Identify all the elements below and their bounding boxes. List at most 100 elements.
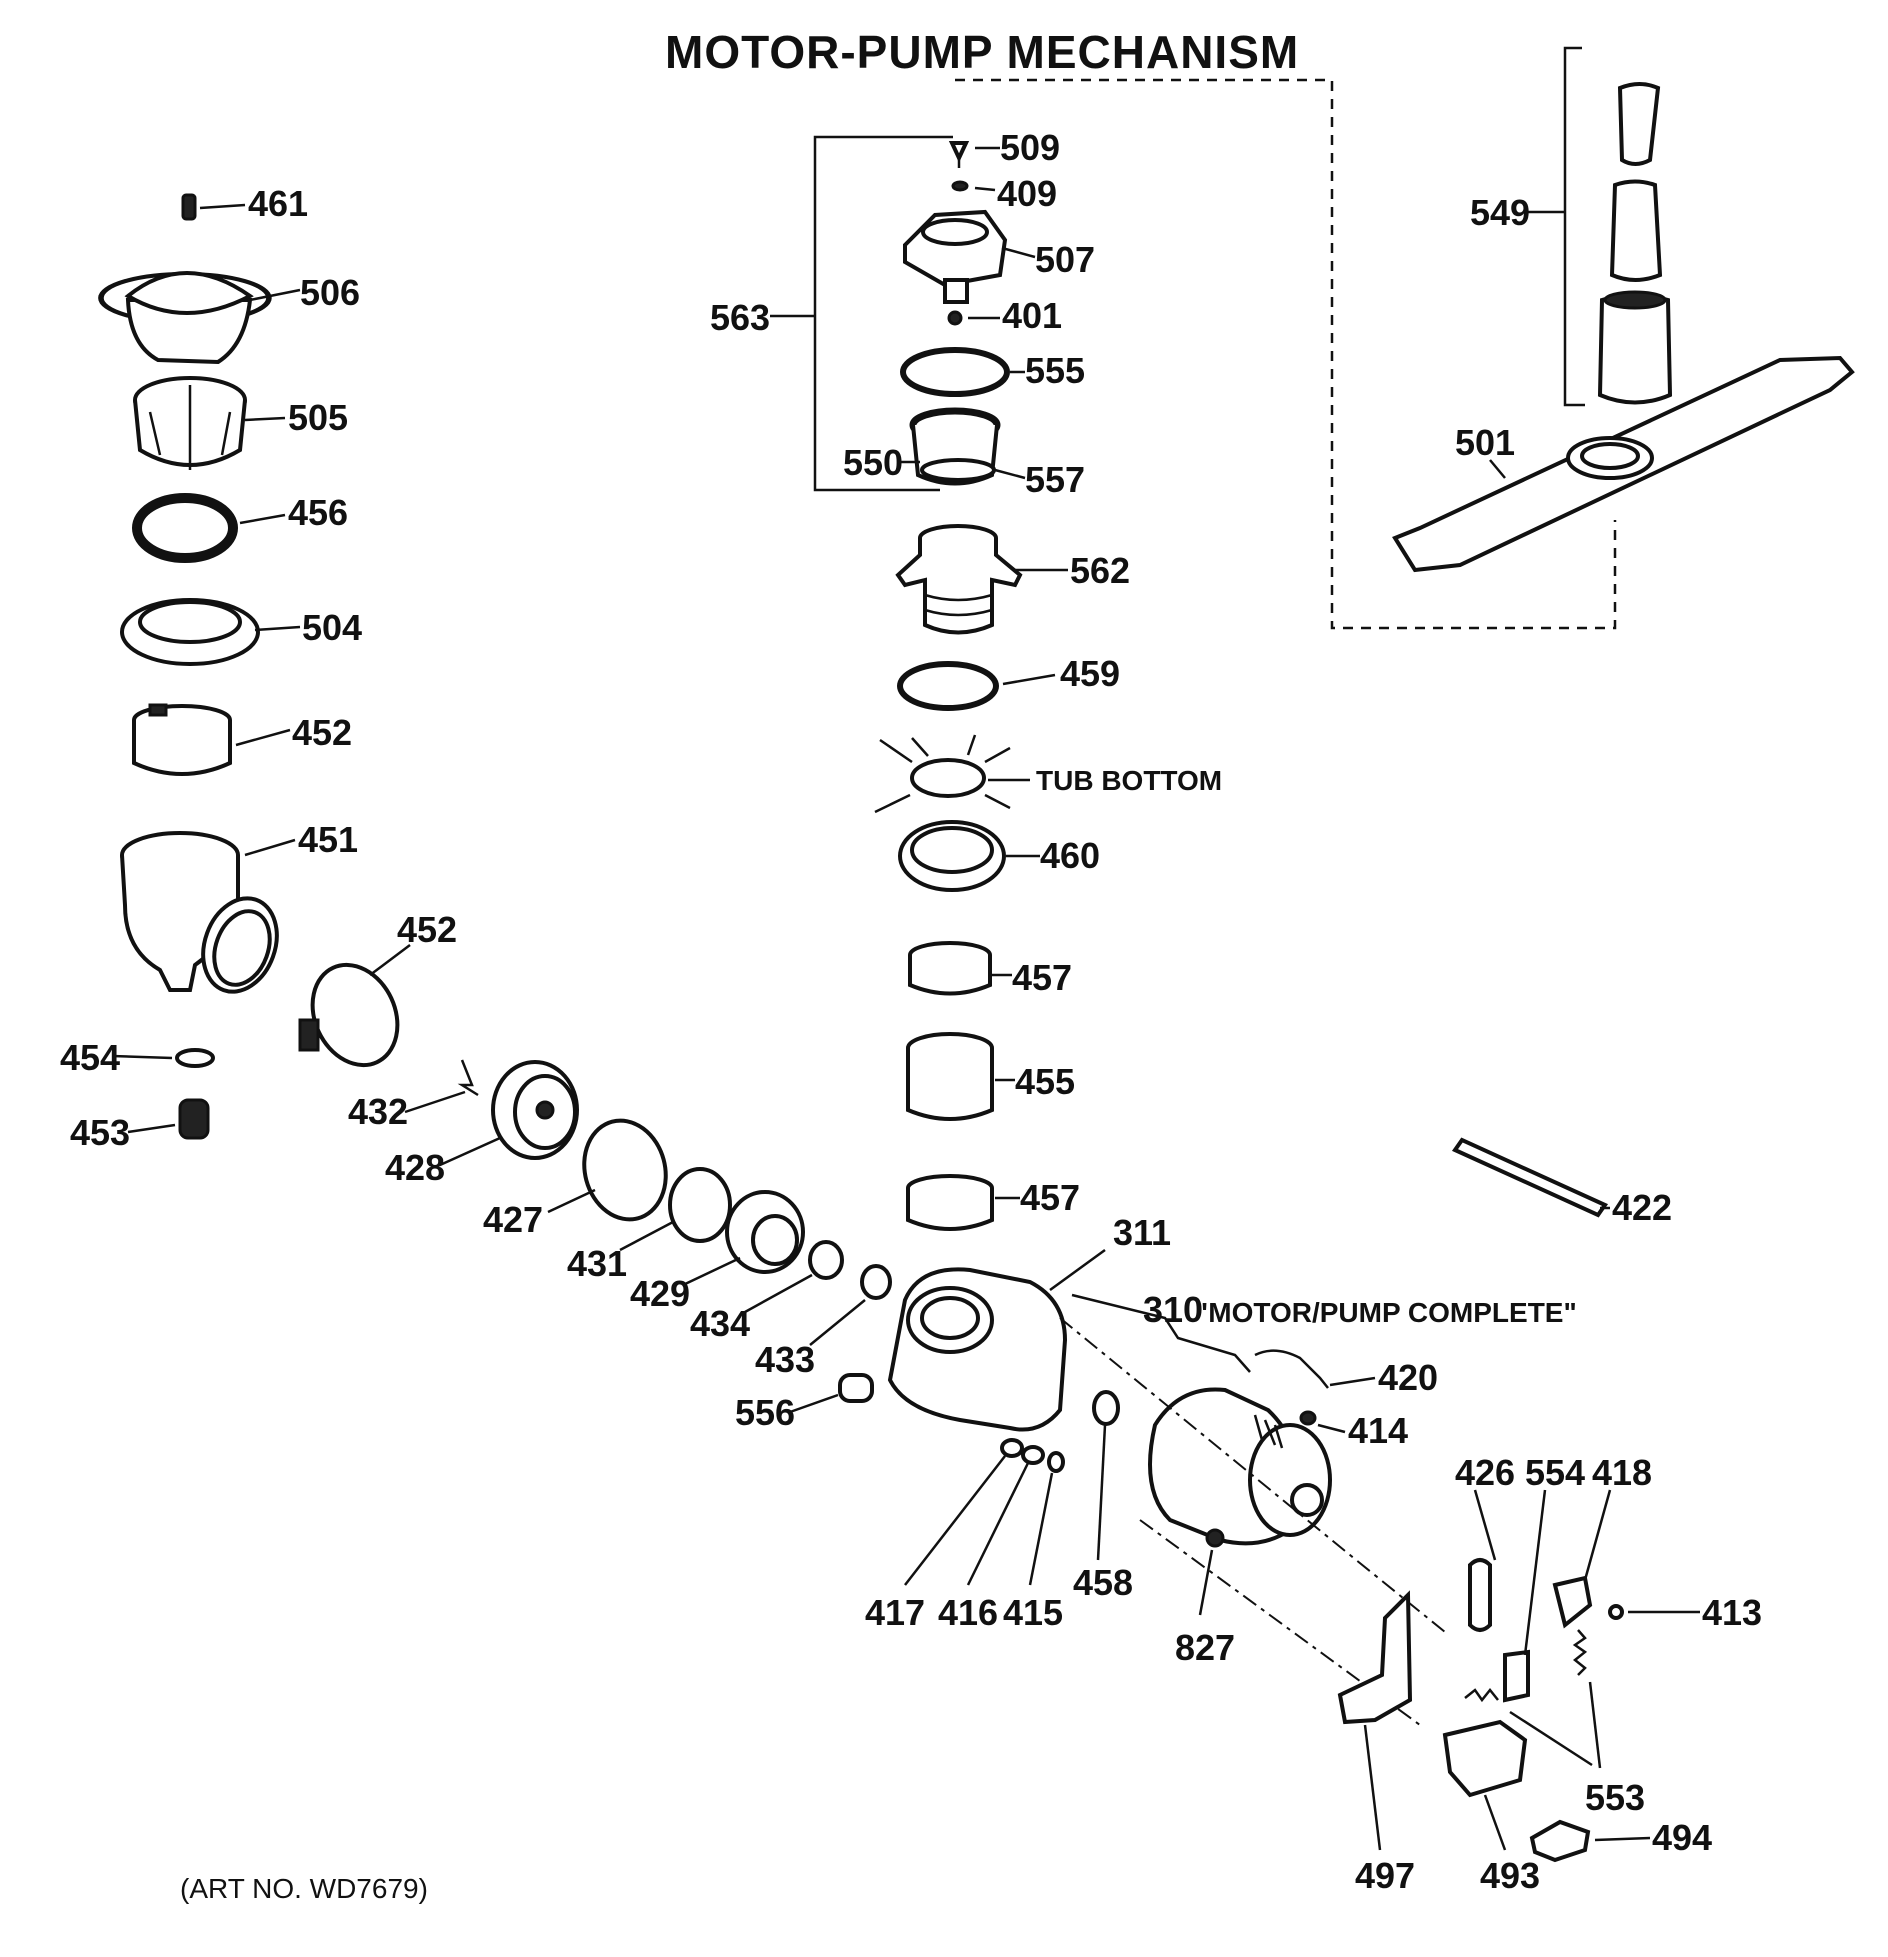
part-428-impeller: 428	[385, 1060, 579, 1188]
callout-433: 433	[755, 1339, 815, 1380]
part-409-washer: 409	[951, 173, 1057, 214]
callout-563: 563	[710, 297, 770, 338]
callout-311: 311	[1113, 1212, 1171, 1253]
part-493-switch: 493	[1442, 1719, 1540, 1896]
part-501-spray-arm: 501	[1392, 355, 1855, 573]
callout-428: 428	[385, 1147, 445, 1188]
callout-429: 429	[630, 1273, 690, 1314]
callout-457-upper: 457	[1012, 957, 1072, 998]
part-427-gasket: 427	[483, 1118, 668, 1240]
part-311-pump-housing: 311	[887, 1212, 1171, 1432]
part-451-housing: 451	[120, 819, 358, 994]
callout-452-lower: 452	[397, 909, 457, 950]
part-454-clip: 454	[60, 1037, 215, 1078]
part-549-tube-assembly	[1597, 82, 1673, 405]
callout-415: 415	[1003, 1592, 1063, 1633]
callout-557: 557	[1025, 459, 1085, 500]
part-555-ring: 555	[900, 347, 1085, 397]
part-429-housing: 429	[630, 1190, 805, 1314]
assembly-dashed-outline	[955, 78, 1617, 630]
part-507-hub: 507	[903, 209, 1095, 304]
callout-434: 434	[690, 1303, 750, 1344]
callout-453: 453	[70, 1112, 130, 1153]
callout-550: 550	[843, 442, 903, 483]
callout-431: 431	[567, 1243, 627, 1284]
part-459-ring: 459	[897, 653, 1120, 711]
callout-417: 417	[865, 1592, 925, 1633]
part-401-ball: 401	[947, 295, 1062, 336]
part-458-seal: 458	[1073, 1390, 1133, 1603]
part-432-spring: 432	[348, 1059, 479, 1132]
callout-456: 456	[288, 492, 348, 533]
part-557-seal: 557	[920, 458, 1085, 500]
diagram-title: MOTOR-PUMP MECHANISM	[665, 26, 1299, 78]
part-426-rod: 426	[1455, 1452, 1515, 1632]
callout-549: 549	[1470, 192, 1530, 233]
part-553-springs: 553	[1464, 1629, 1645, 1818]
callout-414: 414	[1348, 1410, 1408, 1451]
part-422-bar: 422	[1451, 1137, 1672, 1228]
callout-457-lower: 457	[1020, 1177, 1080, 1218]
callout-554: 554	[1525, 1452, 1585, 1493]
callout-310: 310	[1143, 1289, 1203, 1330]
part-452-clamp-lower: 452	[298, 909, 457, 1068]
callout-553: 553	[1585, 1777, 1645, 1818]
part-417-washer: 417	[865, 1438, 1024, 1633]
part-497-bracket: 497	[1337, 1590, 1415, 1896]
callout-454: 454	[60, 1037, 120, 1078]
bracket-563: 563	[710, 135, 953, 492]
part-509-screw: 509	[948, 127, 1060, 168]
callout-562: 562	[1070, 550, 1130, 591]
part-461-screw: 461	[181, 183, 308, 224]
part-460-nut: 460	[898, 820, 1100, 892]
part-504-nut: 504	[120, 598, 362, 666]
part-494-actuator: 494	[1529, 1817, 1712, 1863]
part-431-ring: 431	[567, 1167, 732, 1284]
callout-497: 497	[1355, 1855, 1415, 1896]
part-433-seal: 433	[755, 1264, 892, 1380]
part-457-clamp-upper: 457	[908, 941, 1072, 998]
part-456-ring: 456	[132, 492, 348, 563]
callout-459: 459	[1060, 653, 1120, 694]
callout-504: 504	[302, 607, 362, 648]
callout-427: 427	[483, 1199, 543, 1240]
callout-827: 827	[1175, 1627, 1235, 1668]
callout-507: 507	[1035, 239, 1095, 280]
callout-432: 432	[348, 1091, 408, 1132]
tub-bottom-label: TUB BOTTOM	[1036, 765, 1222, 796]
callout-501: 501	[1455, 422, 1515, 463]
callout-556: 556	[735, 1392, 795, 1433]
part-562-tower: 562	[895, 524, 1130, 635]
part-434-bushing: 434	[690, 1240, 844, 1344]
callout-401: 401	[1002, 295, 1062, 336]
tub-bottom-opening: TUB BOTTOM	[874, 734, 1222, 814]
callout-506: 506	[300, 272, 360, 313]
callout-420: 420	[1378, 1357, 1438, 1398]
part-452-clamp-upper: 452	[132, 703, 352, 776]
part-457-clamp-lower: 457	[906, 1174, 1080, 1231]
part-506-cover: 506	[98, 271, 360, 365]
callout-426: 426	[1455, 1452, 1515, 1493]
callout-451: 451	[298, 819, 358, 860]
part-420-wire: 420	[1254, 1349, 1438, 1398]
callout-452-upper: 452	[292, 712, 352, 753]
callout-416: 416	[938, 1592, 998, 1633]
part-310-motor: 310 "MOTOR/PUMP COMPLETE"	[1071, 1289, 1577, 1546]
part-413-clip: 413	[1608, 1592, 1762, 1633]
part-556-plug: 556	[735, 1373, 874, 1433]
part-827-screw: 827	[1175, 1528, 1235, 1668]
callout-493: 493	[1480, 1855, 1540, 1896]
callout-413: 413	[1702, 1592, 1762, 1633]
part-453-plug: 453	[70, 1098, 210, 1153]
callout-409: 409	[997, 173, 1057, 214]
callout-505: 505	[288, 397, 348, 438]
callout-509: 509	[1000, 127, 1060, 168]
callout-458: 458	[1073, 1562, 1133, 1603]
callout-422: 422	[1612, 1187, 1672, 1228]
part-554-bracket: 554	[1503, 1452, 1585, 1703]
part-415-nut: 415	[1003, 1451, 1065, 1633]
callout-460: 460	[1040, 835, 1100, 876]
part-505-filter: 505	[133, 376, 348, 470]
